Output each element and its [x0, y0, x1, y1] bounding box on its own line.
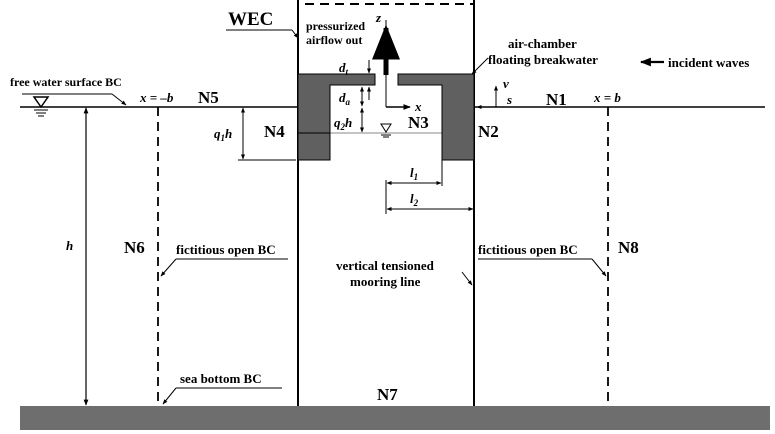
airflow-out-label: airflow out: [306, 33, 362, 47]
free-surface-bc-label: free water surface BC: [10, 75, 122, 89]
wec-leader-2: [291, 29, 299, 39]
dt-label: dt: [339, 60, 349, 77]
mooring-leader: [461, 271, 473, 286]
sea-bottom-bc-label: sea bottom BC: [180, 371, 262, 386]
open-bc-right-label: fictitious open BC: [478, 242, 578, 257]
sea-bottom-leader-2: [162, 387, 177, 405]
n2-label: N2: [478, 122, 499, 141]
q1h-label: q1h: [214, 126, 232, 143]
n3-label: N3: [408, 113, 429, 132]
z-axis-label: z: [375, 10, 382, 25]
floating-breakwater-label: floating breakwater: [488, 52, 598, 67]
chamber-left-draft: [297, 132, 331, 161]
n8-label: N8: [618, 238, 639, 257]
x-axis-label: x: [414, 99, 422, 114]
l1-label: l1: [410, 165, 418, 182]
s-label: s: [506, 92, 512, 107]
l2-label: l2: [410, 191, 419, 208]
da-label: da: [339, 90, 351, 107]
n1-label: N1: [546, 90, 567, 109]
x-neg-b-label: x = –b: [139, 90, 174, 105]
nu-label: ν: [503, 76, 509, 91]
h-label: h: [66, 238, 73, 253]
n7-label: N7: [377, 385, 398, 404]
n5-label: N5: [198, 88, 219, 107]
pressurized-label: pressurized: [306, 19, 365, 33]
wec-label: WEC: [228, 9, 273, 30]
open-bc-left-label: fictitious open BC: [176, 242, 276, 257]
n6-label: N6: [124, 238, 145, 257]
air-chamber-label: air-chamber: [508, 36, 577, 51]
x-pos-b-label: x = b: [593, 90, 621, 105]
n4-label: N4: [264, 122, 285, 141]
open-bc-left-leader-2: [160, 258, 177, 277]
mooring-label-1: vertical tensioned: [336, 258, 435, 273]
sea-bed: [20, 406, 770, 430]
q2h-label: q2h: [334, 115, 352, 132]
water-level-symbol-left: [32, 96, 50, 117]
open-bc-right-leader-2: [591, 258, 607, 277]
air-chamber-leader: [471, 57, 489, 75]
water-level-symbol-chamber: [380, 123, 392, 138]
incident-waves-label: incident waves: [668, 55, 749, 70]
mooring-label-2: mooring line: [350, 274, 421, 289]
free-surface-leader-2: [111, 93, 127, 106]
